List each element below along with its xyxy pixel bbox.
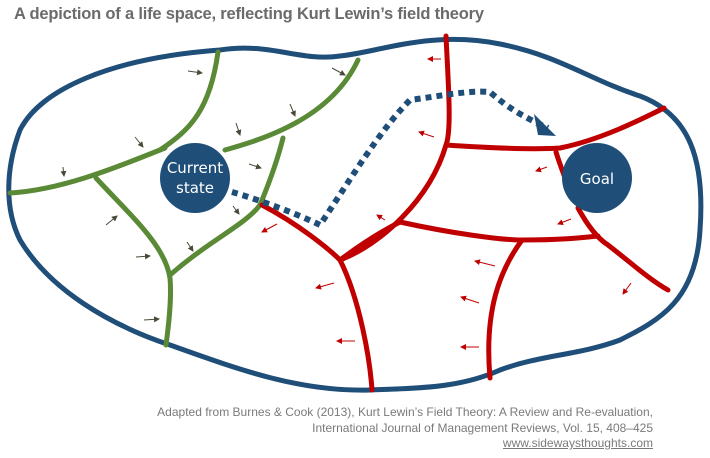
- source-url-link[interactable]: www.sidewaysthoughts.com: [502, 436, 653, 450]
- goal-label: Goal: [580, 170, 614, 188]
- current-state-label-1: Current: [167, 159, 223, 177]
- diagram-title: A depiction of a life space, reflecting …: [14, 5, 484, 23]
- path-to-goal: [231, 88, 550, 229]
- citation-caption: Adapted from Burnes & Cook (2013), Kurt …: [157, 405, 653, 452]
- red-force-arrows: [261, 56, 632, 350]
- green-force-arrows: [60, 67, 346, 323]
- path-arrowhead-icon: [534, 114, 556, 136]
- life-space-boundary: [6, 36, 704, 393]
- citation-line-1: Adapted from Burnes & Cook (2013), Kurt …: [157, 405, 653, 419]
- goal-node: Goal: [562, 143, 632, 213]
- current-state-node: Current state: [160, 143, 230, 213]
- citation-line-2: International Journal of Management Revi…: [312, 420, 653, 435]
- current-state-label-2: state: [176, 179, 214, 197]
- red-region-lines: [259, 33, 671, 393]
